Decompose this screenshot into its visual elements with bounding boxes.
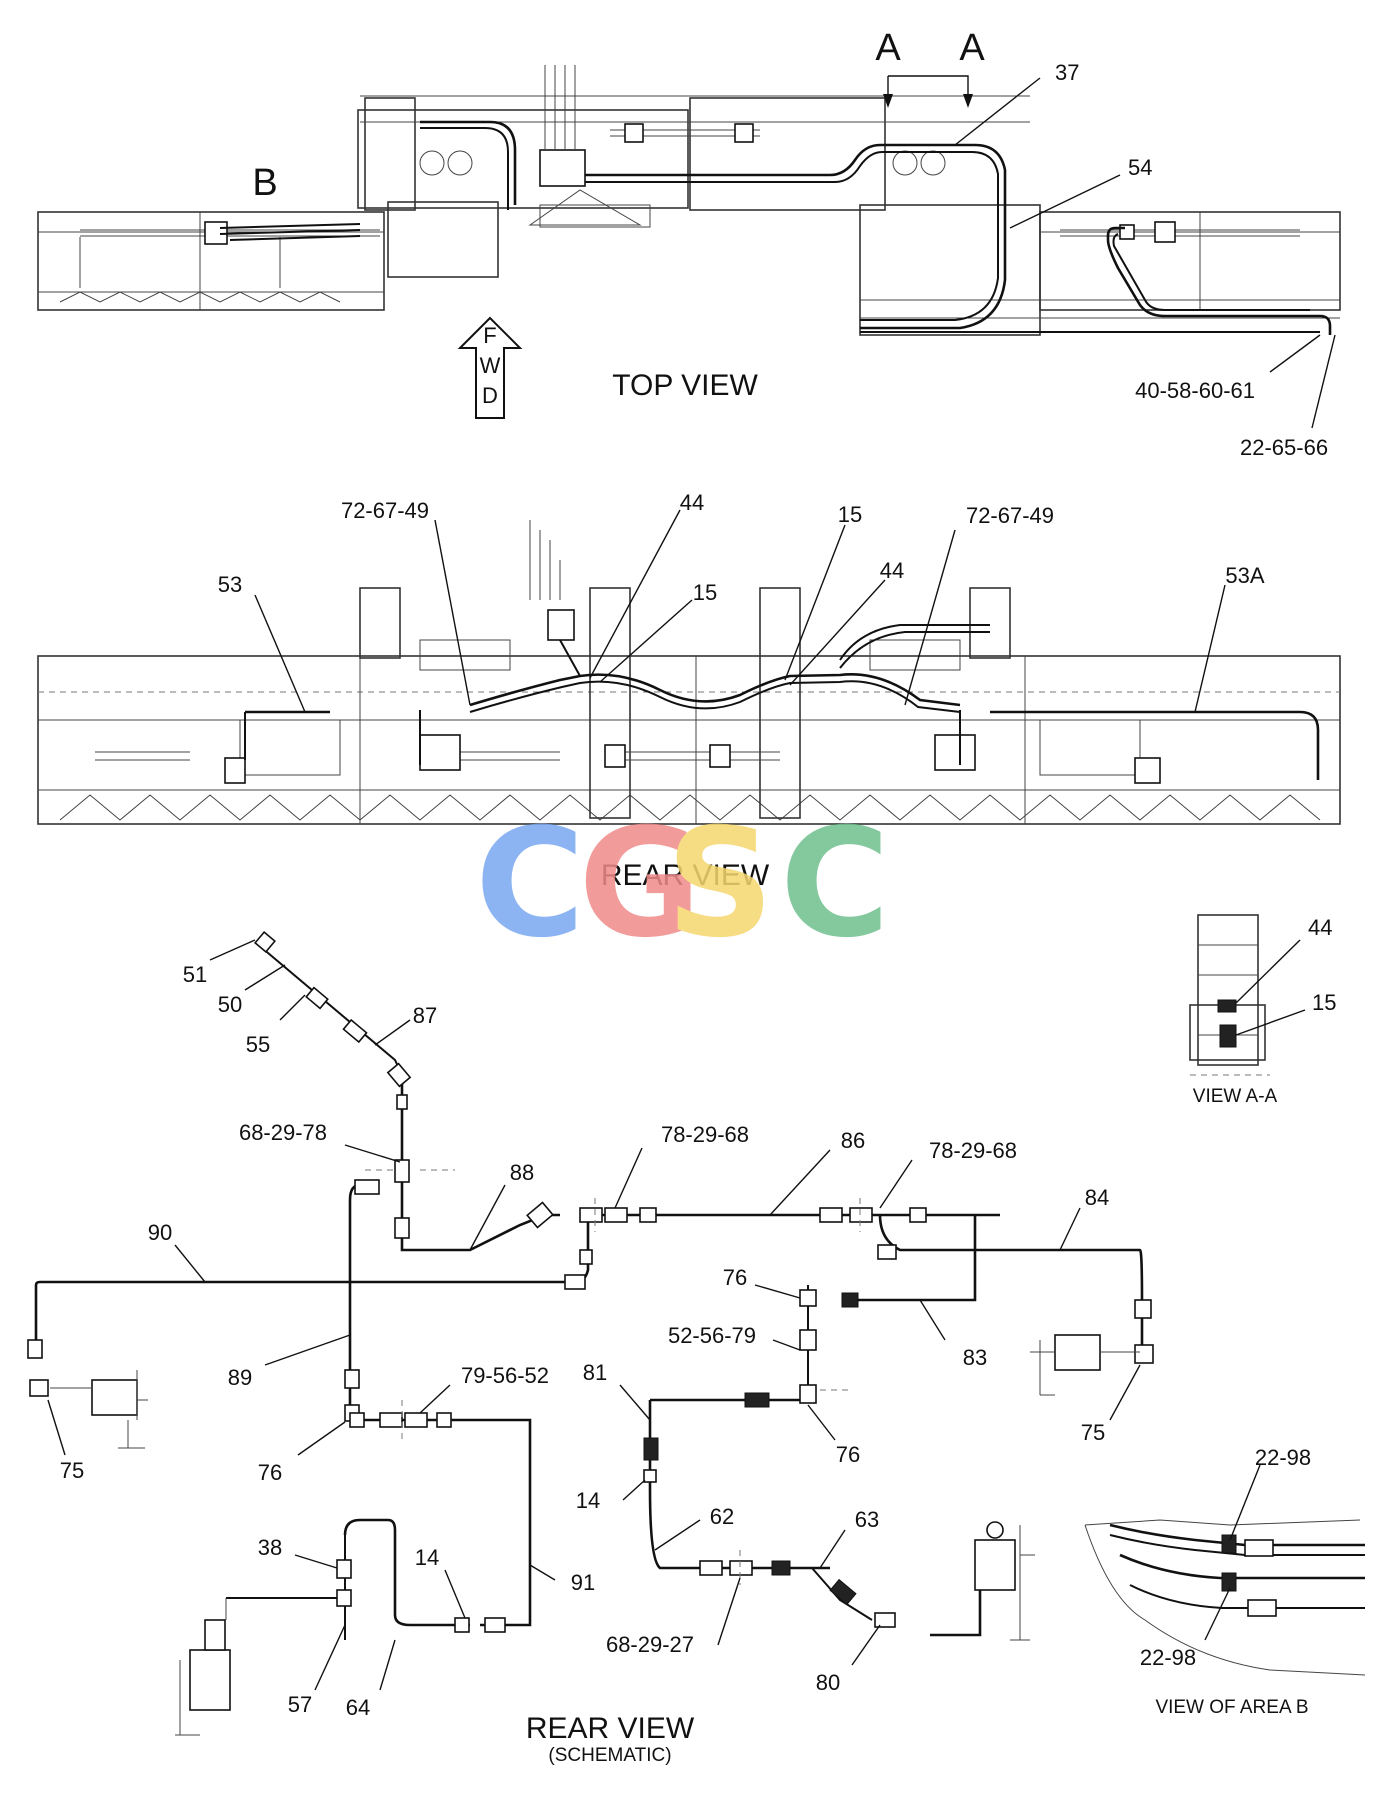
callout-52-56-79: 52-56-79 bbox=[668, 1323, 756, 1348]
schematic-callouts: 51 50 55 87 68-29-78 88 78-29-68 86 78-2… bbox=[47, 939, 1141, 1720]
schematic-hoses bbox=[34, 941, 1144, 1640]
callout-14-left: 14 bbox=[415, 1545, 439, 1570]
fwd-arrow-icon: F W D bbox=[457, 316, 523, 419]
rear-view-title: REAR VIEW bbox=[601, 859, 770, 892]
callout-57: 57 bbox=[288, 1692, 312, 1717]
callout-87: 87 bbox=[413, 1003, 437, 1028]
watermark-letter-4: C bbox=[780, 797, 890, 971]
rear-view: REAR VIEW 72-67-49 44 15 53 15 44 72-67-… bbox=[37, 490, 1341, 892]
callout-38: 38 bbox=[258, 1535, 282, 1560]
callout-15-right: 15 bbox=[838, 502, 862, 527]
callout-68-29-27: 68-29-27 bbox=[606, 1632, 694, 1657]
callout-aa-15: 15 bbox=[1312, 990, 1336, 1015]
valve-icon-bottom-right bbox=[974, 1521, 1035, 1641]
callout-68-29-78-top: 68-29-78 bbox=[239, 1120, 327, 1145]
callout-55: 55 bbox=[246, 1032, 270, 1057]
valve-icon-bottom-left bbox=[175, 1598, 231, 1736]
watermark-letter-3: S bbox=[666, 797, 774, 971]
section-a-a-marker: A A bbox=[875, 27, 985, 108]
schematic: 51 50 55 87 68-29-78 88 78-29-68 86 78-2… bbox=[27, 931, 1154, 1766]
callout-72-67-49-right: 72-67-49 bbox=[966, 503, 1054, 528]
callout-72-67-49-left: 72-67-49 bbox=[341, 498, 429, 523]
callout-78-29-68-right: 78-29-68 bbox=[929, 1138, 1017, 1163]
motor-icon-right bbox=[1030, 1334, 1140, 1396]
callout-76-right: 76 bbox=[836, 1442, 860, 1467]
top-view-frame bbox=[37, 65, 1341, 336]
fwd-letter-f: F bbox=[483, 323, 496, 348]
callout-76-mid: 76 bbox=[723, 1265, 747, 1290]
area-letter-b: B bbox=[252, 162, 277, 204]
rear-view-hoses bbox=[244, 624, 1320, 780]
callout-22-65-66: 22-65-66 bbox=[1240, 435, 1328, 460]
callout-76-left: 76 bbox=[258, 1460, 282, 1485]
callout-44-right: 44 bbox=[880, 558, 904, 583]
callout-37: 37 bbox=[1055, 60, 1079, 85]
watermark-logo: C G S C bbox=[475, 797, 890, 971]
schematic-fittings bbox=[27, 931, 1154, 1633]
top-view-hoses bbox=[219, 120, 1332, 335]
callout-89: 89 bbox=[228, 1365, 252, 1390]
callout-83: 83 bbox=[963, 1345, 987, 1370]
watermark-letter-2: G bbox=[578, 797, 701, 971]
callout-91: 91 bbox=[571, 1570, 595, 1595]
top-view-callouts: 37 54 40-58-60-61 22-65-66 bbox=[954, 60, 1336, 460]
motor-icon-left bbox=[50, 1370, 148, 1449]
view-a-a-title: VIEW A-A bbox=[1193, 1086, 1278, 1107]
callout-62: 62 bbox=[710, 1504, 734, 1529]
watermark-letter-1: C bbox=[475, 797, 585, 971]
callout-44-left: 44 bbox=[680, 490, 704, 515]
callout-50: 50 bbox=[218, 992, 242, 1017]
fwd-letter-w: W bbox=[480, 353, 501, 378]
callout-90: 90 bbox=[148, 1220, 172, 1245]
view-area-b: 22-98 22-98 VIEW OF AREA B bbox=[1084, 1445, 1366, 1718]
rear-view-frame bbox=[37, 520, 1341, 825]
callout-53: 53 bbox=[218, 572, 242, 597]
callout-15-left: 15 bbox=[693, 580, 717, 605]
section-letter-a-right: A bbox=[959, 27, 985, 69]
schematic-subtitle: (SCHEMATIC) bbox=[548, 1745, 671, 1766]
callout-84: 84 bbox=[1085, 1185, 1109, 1210]
callout-64: 64 bbox=[346, 1695, 370, 1720]
callout-40-58-60-61: 40-58-60-61 bbox=[1135, 378, 1255, 403]
callout-78-29-68-mid: 78-29-68 bbox=[661, 1122, 749, 1147]
top-view: F W D A A B TOP VIEW 37 54 40-58-60-61 2… bbox=[37, 27, 1341, 460]
callout-22-98-bottom: 22-98 bbox=[1140, 1645, 1196, 1670]
rear-view-callouts: 72-67-49 44 15 53 15 44 72-67-49 53A bbox=[218, 490, 1265, 713]
section-letter-a-left: A bbox=[875, 27, 901, 69]
bulkhead-marks bbox=[365, 1169, 861, 1585]
callout-63: 63 bbox=[855, 1507, 879, 1532]
callout-88: 88 bbox=[510, 1160, 534, 1185]
callout-81: 81 bbox=[583, 1360, 607, 1385]
view-area-b-title: VIEW OF AREA B bbox=[1155, 1697, 1308, 1718]
callout-75-left: 75 bbox=[60, 1458, 84, 1483]
top-view-title: TOP VIEW bbox=[612, 369, 758, 402]
callout-aa-44: 44 bbox=[1308, 915, 1332, 940]
callout-53a: 53A bbox=[1225, 563, 1264, 588]
callout-51: 51 bbox=[183, 962, 207, 987]
callout-22-98-top: 22-98 bbox=[1255, 1445, 1311, 1470]
callout-14-mid: 14 bbox=[576, 1488, 600, 1513]
fwd-letter-d: D bbox=[482, 383, 498, 408]
callout-80: 80 bbox=[816, 1670, 840, 1695]
schematic-title: REAR VIEW bbox=[526, 1712, 695, 1745]
callout-54: 54 bbox=[1128, 155, 1152, 180]
callout-75-right: 75 bbox=[1081, 1420, 1105, 1445]
callout-79-56-52: 79-56-52 bbox=[461, 1363, 549, 1388]
callout-86: 86 bbox=[841, 1128, 865, 1153]
view-a-a: 44 15 VIEW A-A bbox=[1189, 914, 1336, 1107]
